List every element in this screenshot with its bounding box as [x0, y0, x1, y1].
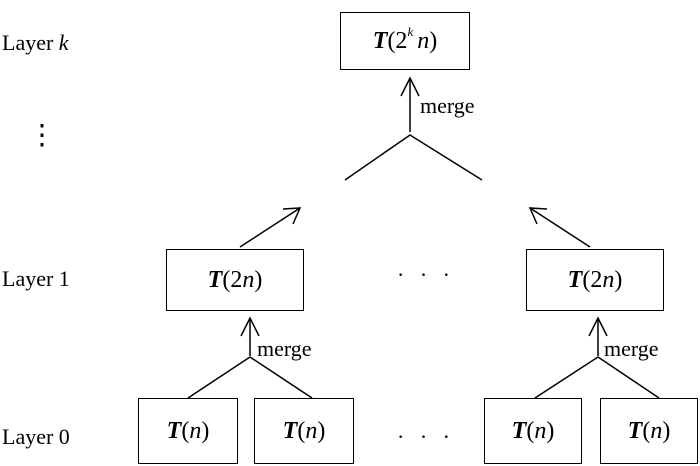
left-merge-fork — [187, 356, 313, 399]
left-merge-label: merge — [257, 336, 312, 361]
node-T-n-3: T(n) — [484, 398, 582, 464]
layer-1-ellipsis: · · · — [397, 262, 455, 287]
right-merge-label: merge — [604, 336, 659, 361]
node-T-n-2: T(n) — [254, 398, 354, 464]
layer-k-label: Layer k — [2, 30, 69, 55]
right-up-arrow — [529, 207, 591, 248]
right-up-arrowhead — [528, 207, 548, 225]
left-up-arrow — [239, 207, 301, 248]
layer-0-ellipsis: · · · — [397, 424, 455, 449]
top-merge-arrowhead — [400, 76, 420, 97]
top-merge-fork — [344, 134, 483, 181]
node-T-n-4: T(n) — [600, 398, 698, 464]
left-up-arrowhead — [282, 207, 302, 225]
vertical-ellipsis: ⋮ — [28, 120, 56, 151]
right-merge-arrowhead — [588, 316, 608, 337]
node-T-n-1: T(n) — [138, 398, 238, 464]
left-merge-arrowhead — [240, 316, 260, 337]
layer-0-label: Layer 0 — [2, 424, 70, 449]
right-merge-fork — [534, 356, 660, 399]
top-merge-label: merge — [420, 93, 475, 118]
layer-1-label: Layer 1 — [2, 266, 70, 291]
